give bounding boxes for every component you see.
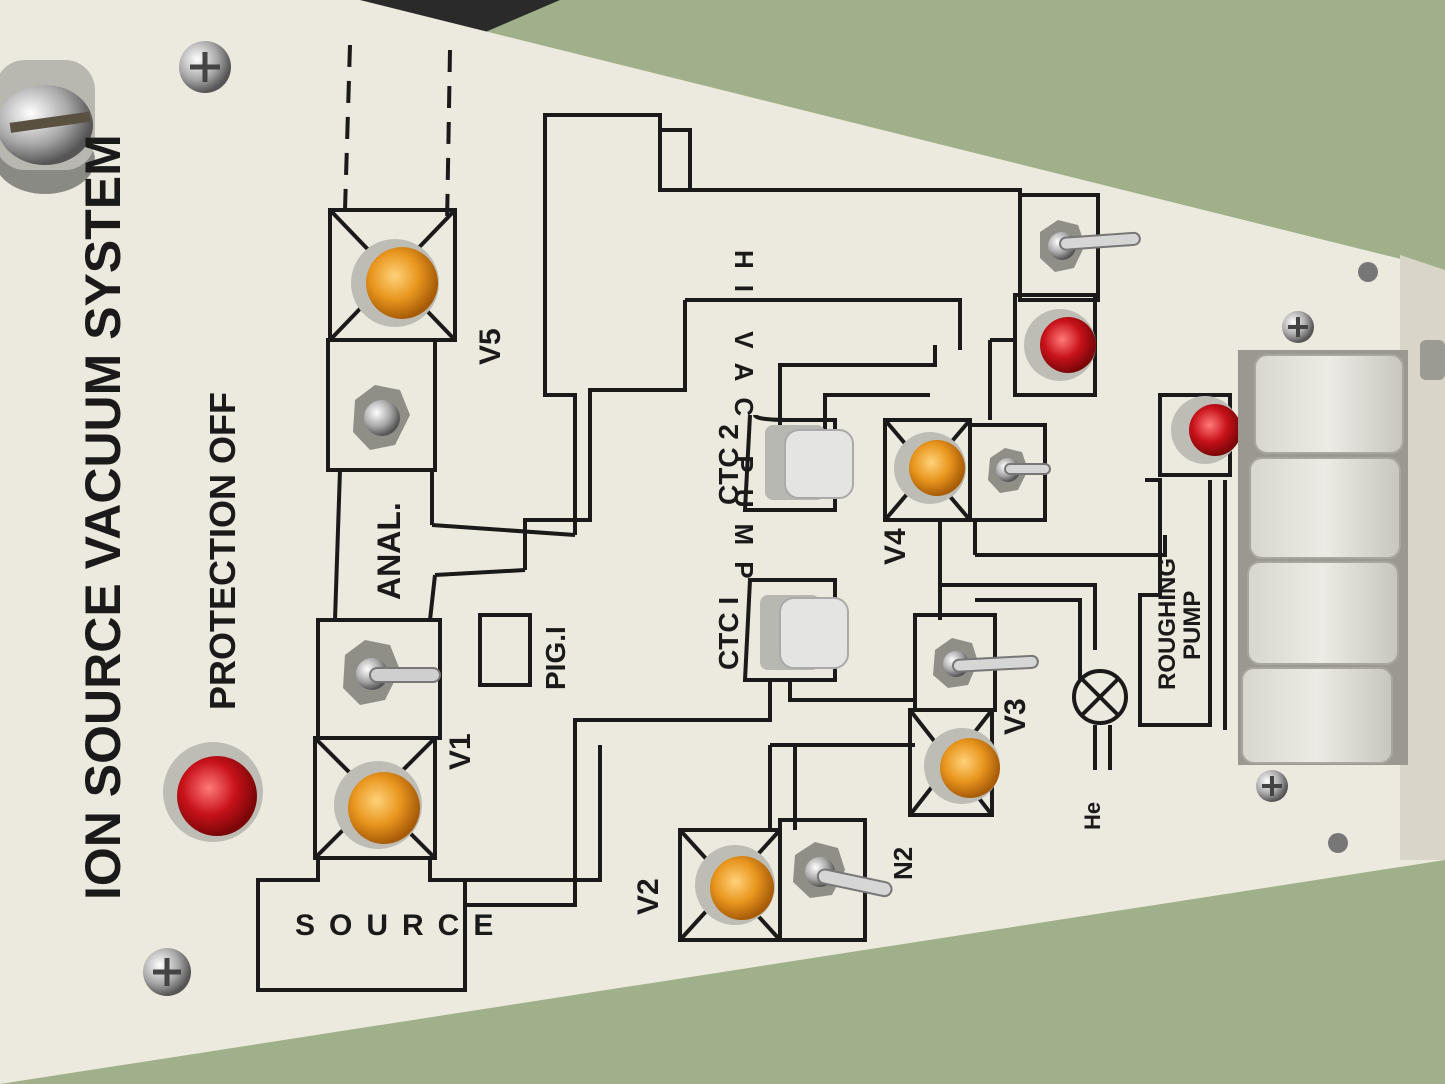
knurled-knob-icon[interactable] <box>0 60 95 194</box>
mounting-hole <box>1328 833 1348 853</box>
ctc2-gauge-button[interactable] <box>765 425 854 500</box>
v1-toggle-switch[interactable] <box>343 640 441 705</box>
ctc2-label: CTC 2 <box>713 424 744 505</box>
ctc1-gauge-button[interactable] <box>760 595 849 670</box>
v4-lamp-icon <box>894 432 966 504</box>
roughing-lamp-icon <box>1171 396 1241 464</box>
mounting-hole <box>1358 262 1378 282</box>
screw-icon <box>143 948 191 996</box>
side-post <box>1420 340 1445 380</box>
screw-icon <box>179 41 231 93</box>
v2-label: V2 <box>632 878 665 915</box>
protection-lamp-icon <box>163 742 263 842</box>
panel-title: ION SOURCE VACUUM SYSTEM <box>75 134 131 900</box>
v3-lamp-icon <box>924 728 1000 804</box>
hivac-pump-label: HI VAC PUMP <box>729 250 759 595</box>
push-button-4[interactable] <box>1241 667 1393 764</box>
v3-toggle-switch[interactable] <box>933 638 1039 688</box>
roughing-label: ROUGHING <box>1154 558 1181 690</box>
pump-label: PUMP <box>1179 591 1206 660</box>
v1-label: V1 <box>444 733 477 770</box>
pig-label: PIG.I <box>540 626 571 690</box>
screw-icon <box>1282 311 1314 343</box>
anal-toggle-switch[interactable] <box>353 385 410 450</box>
v5-label: V5 <box>474 328 507 365</box>
ctc1-label: CTC I <box>713 597 744 670</box>
n2-label: N2 <box>888 847 918 880</box>
n2-toggle-switch[interactable] <box>793 842 893 898</box>
v1-lamp-icon <box>334 761 422 849</box>
protection-status-label: PROTECTION OFF <box>202 392 243 710</box>
source-label: SOURCE <box>295 909 507 942</box>
v3-label: V3 <box>999 698 1032 735</box>
screw-icon <box>1256 770 1288 802</box>
anal-label: ANAL. <box>371 502 407 600</box>
v5-lamp-icon <box>351 239 439 327</box>
push-button-1[interactable] <box>1254 354 1404 454</box>
push-button-2[interactable] <box>1249 457 1401 559</box>
v4-label: V4 <box>879 528 912 565</box>
panel-edge <box>1400 255 1445 860</box>
v4-toggle-switch[interactable] <box>988 448 1051 493</box>
he-label: He <box>1080 802 1105 830</box>
push-button-3[interactable] <box>1247 561 1399 665</box>
hivac-lamp-icon <box>1024 309 1096 381</box>
v2-lamp-icon <box>695 845 775 925</box>
hivac-toggle-switch[interactable] <box>1040 220 1141 272</box>
